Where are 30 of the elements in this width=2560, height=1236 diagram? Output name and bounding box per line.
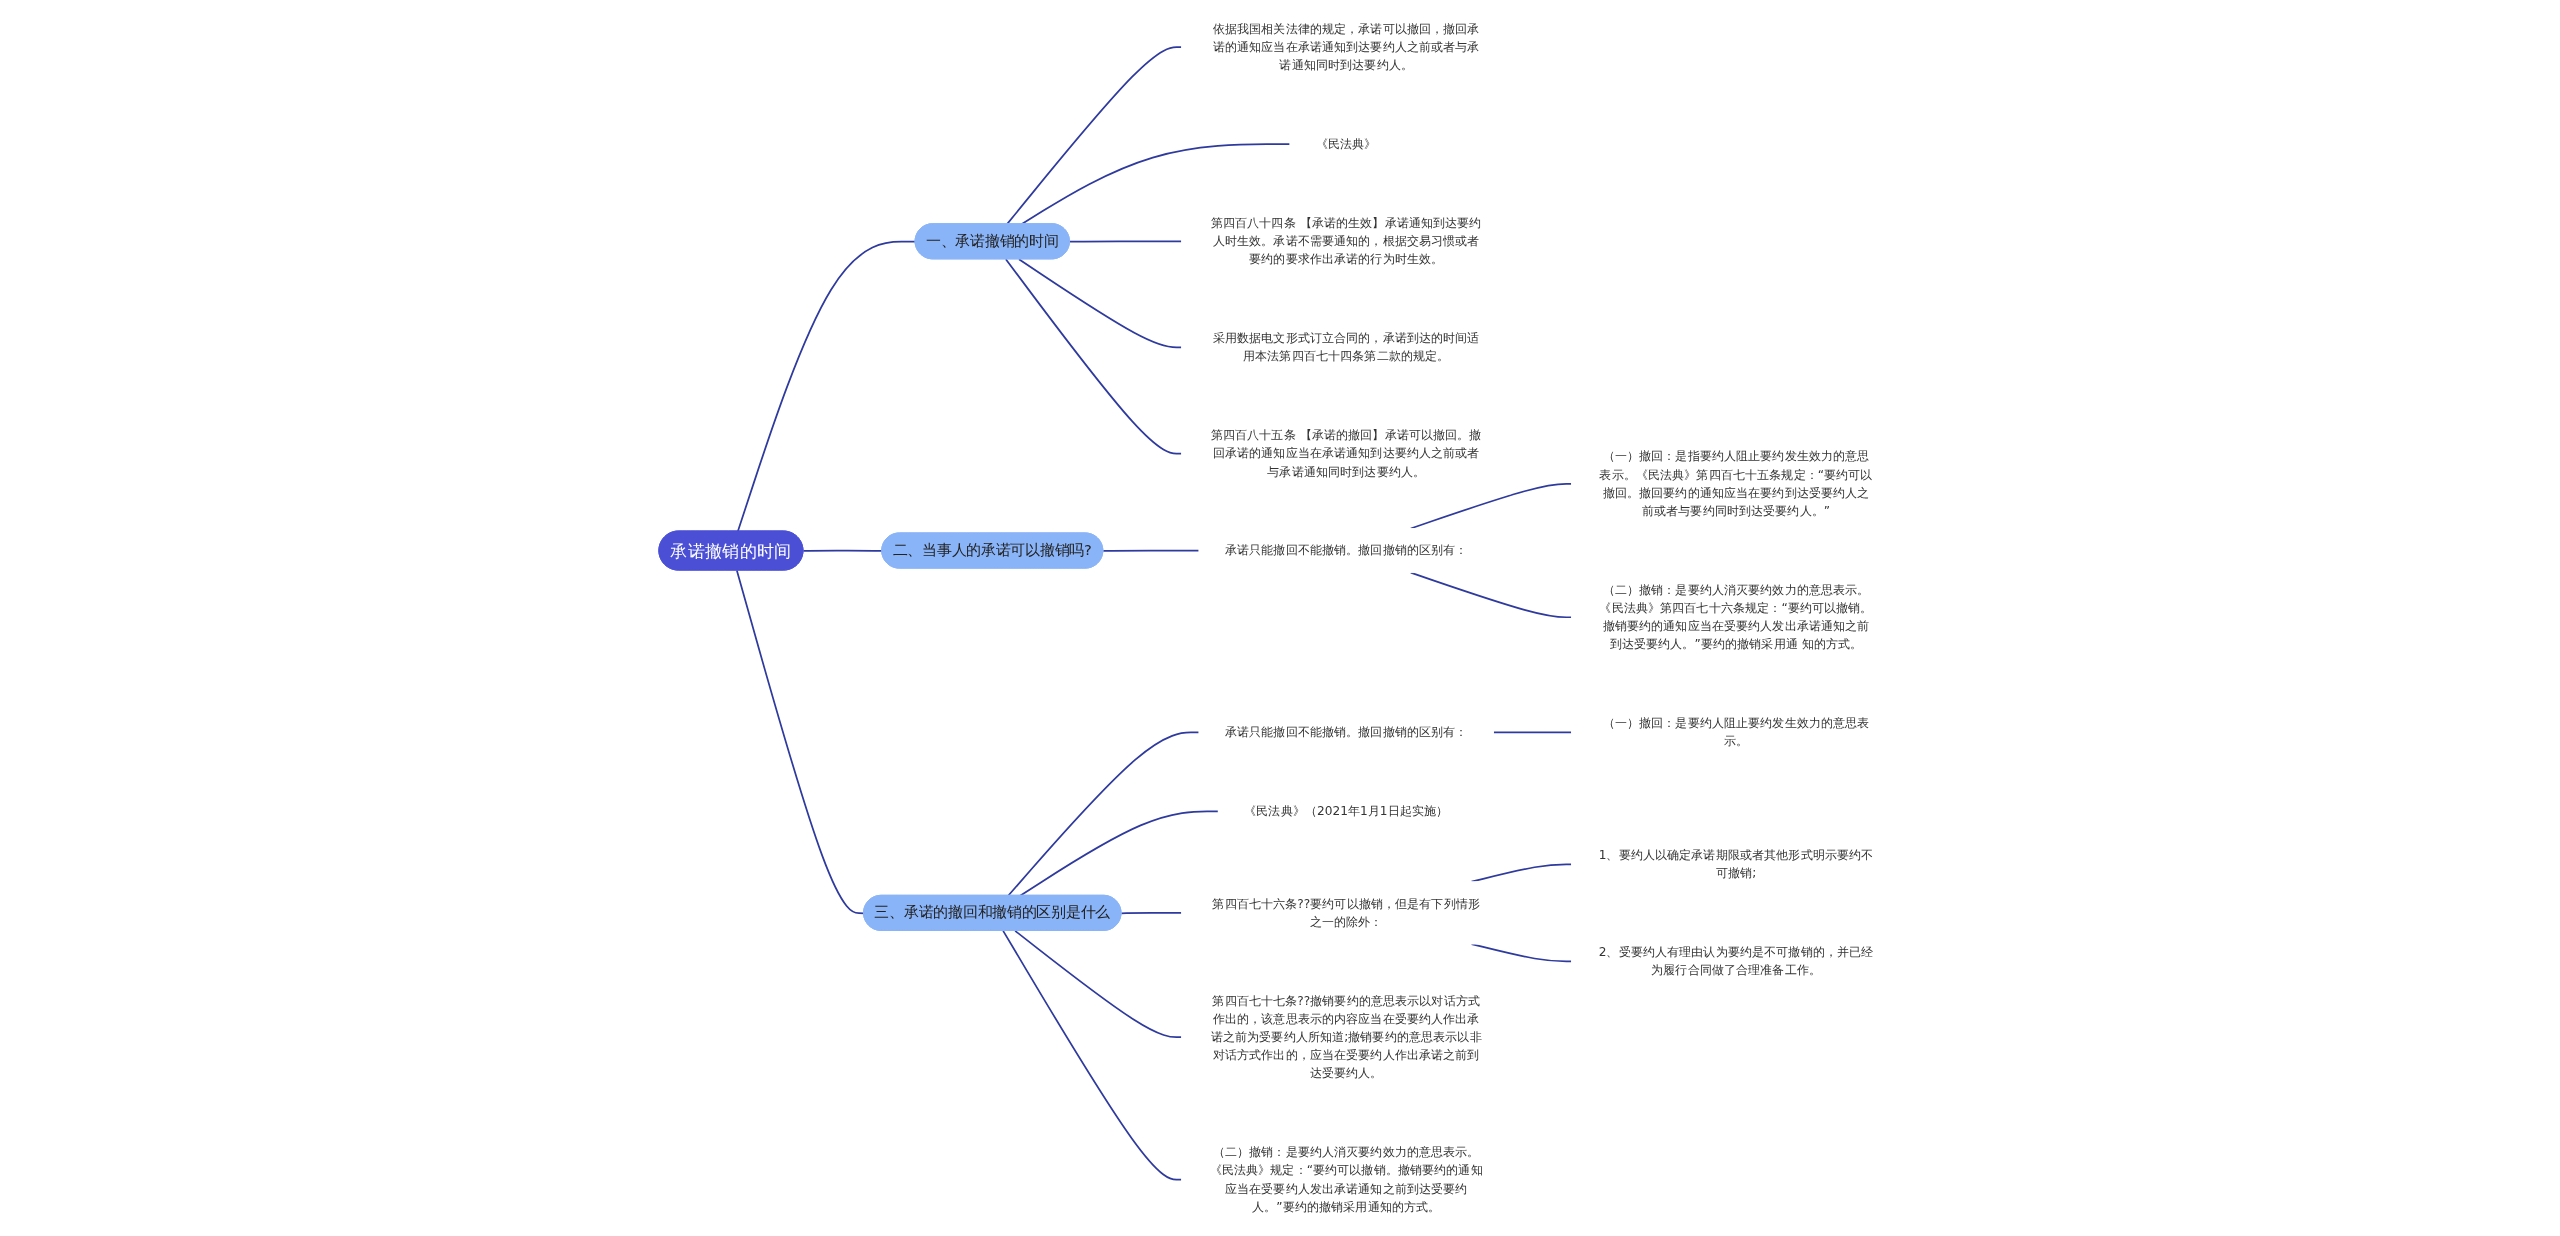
node-text: 采用数据电文形式订立合同的，承诺到达的时间适用本法第四百七十四条第二款的规定。 [1213,330,1480,363]
connector [1410,482,1573,530]
connector [1410,571,1573,619]
node-text: 承诺只能撤回不能撤销。撤回撤销的区别有： [1225,543,1468,558]
connector [1007,731,1200,897]
node-text: 第四百八十五条 【承诺的撤回】承诺可以撤回。撤回承诺的通知应当在承诺通知到达要约人之前或者与承诺通知同时到达要约人。 [1211,427,1482,479]
connector [1102,549,1200,552]
node-text: 承诺只能撤回不能撤销。撤回撤销的区别有： [1225,725,1468,739]
node-text: 2、受要约人有理由认为要约是不可撤销的，并已经为履行合同做了合理准备工作。 [1598,944,1874,977]
connector [1005,258,1183,455]
connector [1002,929,1183,1181]
node-text: 《民法典》（2021年1月1日起实施） [1244,803,1449,818]
connector [1120,912,1183,915]
node-text: （一）撤回：是指要约人阻止要约发生效力的意思表示。《民法典》第四百七十五条规定：“要约可以撤回。撤回要约的通知应当在要约到达受要约人之前或者与要约同时到达受要约人。” [1599,449,1873,518]
node-text: 《民法典》 [1316,136,1377,151]
connector [1014,929,1183,1039]
connector [1019,810,1220,897]
node-text: （一）撤回：是要约人阻止要约发生效力的意思表示。 [1602,716,1870,749]
node-text: 依据我国相关法律的规定，承诺可以撤回，撤回承诺的通知应当在承诺通知到达要约人之前或者与承诺通知同时到达要约人。 [1213,21,1480,72]
node-text: （二）撤销：是要约人消灭要约效力的意思表示。《民法典》规定：“要约可以撤销。撤销要约的通知应当在受要约人发出承诺通知之前到达受要约人。”要约的撤销采用通知的方式。 [1209,1145,1483,1214]
connector [1492,731,1573,734]
connector [802,549,884,552]
connector [737,240,917,533]
connector [1018,258,1183,349]
connector [1069,240,1183,243]
node-text: 第四百七十六条??要约可以撤销，但是有下列情形之一的除外： [1212,896,1481,929]
node-text: 1、要约人以确定承诺期限或者其他形式明示要约不可撤销; [1598,847,1874,880]
node-text: 第四百八十四条 【承诺的生效】承诺通知到达要约人时生效。承诺不需要通知的，根据交易习惯或者要约的要求作出承诺的行为时生效。 [1211,215,1482,266]
node-text: 第四百七十七条??撤销要约的意思表示以对话方式作出的，该意思表示的内容应当在受要约人作出承诺之前为受要约人所知道;撤销要约的意思表示以非对话方式作出的，应当在受要约人作出承诺之前到达受要约人。 [1210,993,1482,1081]
node-text: （二）撤销：是要约人消灭要约效力的意思表示。《民法典》第四百七十六条规定：“要约可以撤销。撤销要约的通知应当在受要约人发出承诺通知之前到达受要约人。”要约的撤销采用通 知的方式。 [1599,582,1873,652]
